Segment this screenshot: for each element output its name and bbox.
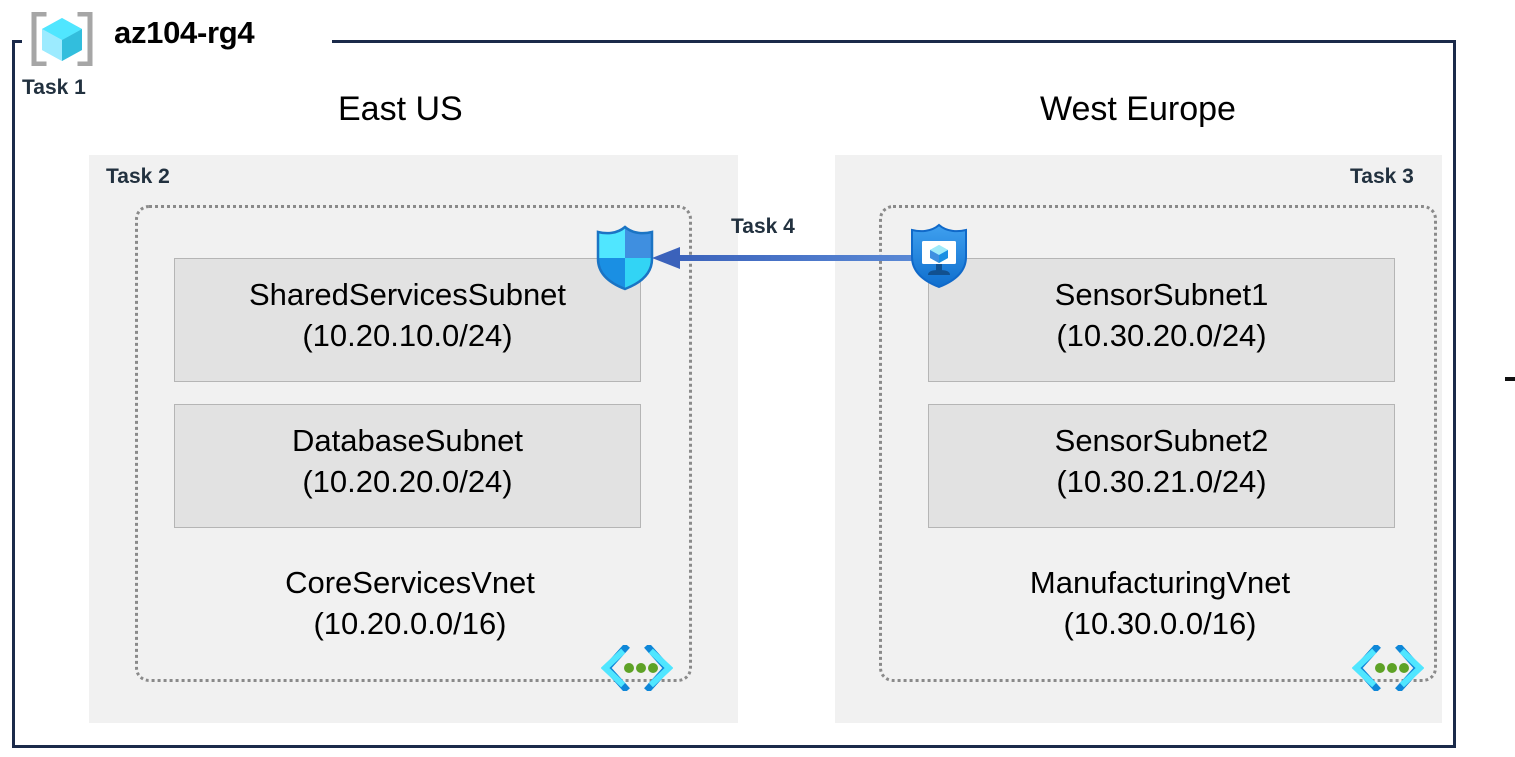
resource-group-frame [12, 40, 1456, 748]
vnet-address-space: (10.20.0.0/16) [313, 605, 507, 641]
subnet-cidr: (10.30.21.0/24) [1056, 463, 1267, 499]
subnet-sensor1: SensorSubnet1 (10.30.20.0/24) [928, 258, 1395, 382]
vnet-peering-arrow [650, 242, 922, 274]
stray-mark [1505, 377, 1515, 381]
subnet-sensor2: SensorSubnet2 (10.30.21.0/24) [928, 404, 1395, 528]
vnet-name: ManufacturingVnet [1029, 565, 1291, 600]
task4-label: Task 4 [731, 215, 795, 238]
subnet-name: SensorSubnet1 [1054, 277, 1269, 312]
resource-group-cube-icon [28, 11, 96, 67]
vnet-caption-manufacturing: ManufacturingVnet (10.30.0.0/16) [925, 563, 1395, 645]
azure-bastion-shield-monitor-icon [908, 222, 970, 290]
vnet-name: CoreServicesVnet [285, 565, 535, 600]
azure-firewall-shield-icon [594, 225, 656, 291]
region-caption-west-europe: West Europe [1040, 90, 1236, 128]
subnet-name: SensorSubnet2 [1054, 423, 1269, 458]
task1-label: Task 1 [22, 76, 86, 99]
resource-group-title: az104-rg4 [114, 15, 255, 50]
vnet-box-manufacturing [879, 205, 1437, 682]
subnet-cidr: (10.20.20.0/24) [302, 463, 513, 499]
vnet-caption-coreservices: CoreServicesVnet (10.20.0.0/16) [175, 563, 645, 645]
subnet-cidr: (10.20.10.0/24) [302, 317, 513, 353]
region-caption-east-us: East US [338, 90, 463, 128]
subnet-cidr: (10.30.20.0/24) [1056, 317, 1267, 353]
vnet-brackets-icon [600, 643, 674, 693]
vnet-address-space: (10.30.0.0/16) [1063, 605, 1257, 641]
subnet-name: SharedServicesSubnet [248, 277, 567, 312]
vnet-brackets-icon [1351, 643, 1425, 693]
subnet-database: DatabaseSubnet (10.20.20.0/24) [174, 404, 641, 528]
task1-leader-line [12, 42, 15, 160]
task2-label: Task 2 [106, 165, 170, 188]
subnet-name: DatabaseSubnet [292, 423, 523, 458]
task3-label: Task 3 [1350, 165, 1414, 188]
subnet-sharedservices: SharedServicesSubnet (10.20.10.0/24) [174, 258, 641, 382]
vnet-box-coreservices [135, 205, 692, 682]
